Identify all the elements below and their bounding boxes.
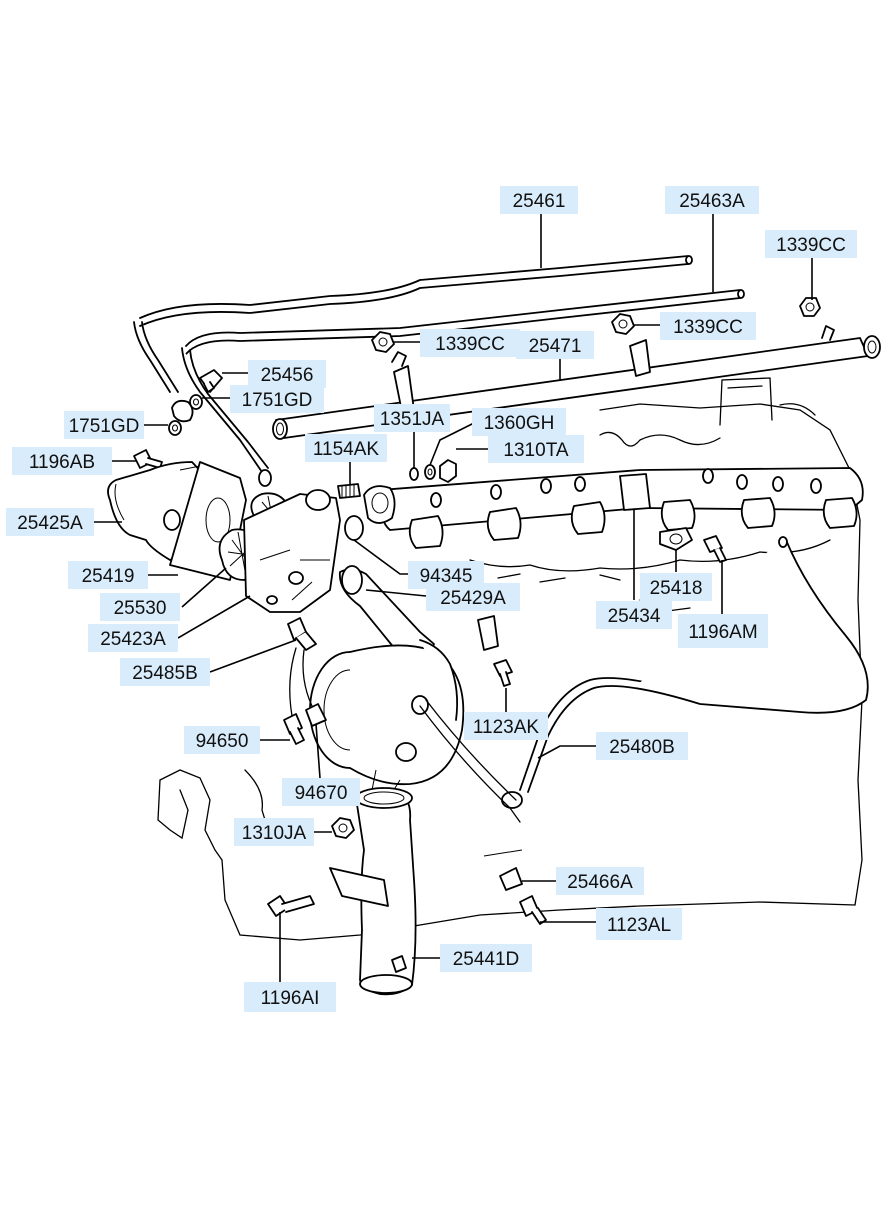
svg-text:25471: 25471 (529, 336, 582, 357)
sensor-wire (289, 647, 313, 717)
label-25530: 25530 (100, 593, 180, 621)
svg-text:25485B: 25485B (132, 663, 198, 684)
label-25485B: 25485B (120, 658, 210, 686)
nut-1339CC-left (371, 331, 395, 353)
svg-text:94670: 94670 (295, 783, 348, 804)
label-94670: 94670 (282, 778, 360, 806)
svg-text:25423A: 25423A (100, 629, 166, 650)
bolt-1196AI (267, 895, 315, 917)
label-25466A: 25466A (556, 867, 644, 895)
thermostat-housing-25423A (243, 489, 341, 613)
nut-1339CC-mid (611, 313, 635, 335)
label-25441D: 25441D (440, 944, 532, 972)
label-25418: 25418 (640, 573, 712, 601)
label-25419: 25419 (68, 561, 148, 589)
label-1351JA: 1351JA (374, 404, 450, 432)
label-1339CC-left: 1339CC (420, 329, 520, 357)
bolt-1123AK (493, 659, 513, 687)
svg-text:25434: 25434 (608, 606, 661, 627)
stud-1154AK (337, 483, 361, 499)
label-1339CC-top: 1339CC (765, 230, 857, 258)
nut-1310TA (439, 459, 457, 483)
label-25423A: 25423A (88, 624, 178, 652)
svg-text:25456: 25456 (261, 365, 314, 386)
nut-1339CC-right (799, 297, 821, 317)
label-1751GD-lower: 1751GD (64, 411, 144, 439)
label-25425A: 25425A (6, 508, 94, 536)
gasket-25418 (659, 527, 693, 551)
washer-1360GH (424, 464, 436, 480)
bolt-1196AM (703, 535, 727, 563)
svg-text:1196AM: 1196AM (688, 622, 757, 643)
label-1196AB: 1196AB (12, 447, 112, 475)
svg-text:25480B: 25480B (609, 737, 675, 758)
svg-text:1751GD: 1751GD (242, 390, 313, 411)
label-25434: 25434 (596, 601, 672, 629)
label-1196AI: 1196AI (244, 982, 336, 1012)
svg-text:1339CC: 1339CC (673, 317, 743, 338)
nut-1310JA (331, 817, 355, 839)
washer-1751GD-lower (168, 420, 182, 436)
svg-text:25530: 25530 (114, 598, 167, 619)
svg-text:94345: 94345 (420, 566, 473, 587)
svg-text:1196AB: 1196AB (29, 452, 95, 473)
pipe-25466A-link (419, 699, 521, 823)
svg-text:1123AL: 1123AL (607, 915, 671, 936)
svg-text:1751GD: 1751GD (69, 416, 140, 437)
label-25461: 25461 (500, 186, 578, 214)
label-25463A: 25463A (665, 186, 759, 214)
inlet-pipe-25441D (329, 787, 417, 996)
label-1310TA: 1310TA (488, 435, 584, 463)
label-25456: 25456 (248, 360, 326, 388)
bolt-1123AL (519, 895, 547, 925)
sensor-25485B (287, 617, 317, 651)
svg-text:1154AK: 1154AK (313, 439, 380, 460)
eye-fitting (171, 399, 194, 423)
gasket-94345 (344, 515, 364, 541)
label-25429A: 25429A (426, 583, 520, 611)
svg-text:25461: 25461 (513, 191, 566, 212)
label-1196AM: 1196AM (678, 614, 768, 648)
bracket-small (477, 615, 499, 651)
svg-text:1339CC: 1339CC (776, 235, 846, 256)
label-1339CC-mid: 1339CC (660, 312, 756, 340)
svg-text:94650: 94650 (196, 731, 249, 752)
label-1154AK: 1154AK (305, 434, 387, 462)
svg-text:25466A: 25466A (567, 872, 633, 893)
water-pump-body (309, 639, 465, 797)
water-manifold-25434 (363, 467, 864, 549)
svg-text:1123AK: 1123AK (473, 717, 540, 738)
svg-text:1310TA: 1310TA (503, 440, 568, 461)
leader-lines (94, 214, 813, 982)
washer-1751GD-upper (189, 394, 203, 410)
svg-text:25425A: 25425A (17, 513, 83, 534)
washer-1351JA (409, 467, 419, 481)
label-1360GH: 1360GH (472, 408, 566, 436)
svg-text:25463A: 25463A (679, 191, 745, 212)
svg-text:25429A: 25429A (440, 588, 506, 609)
svg-text:1196AI: 1196AI (261, 988, 320, 1009)
svg-text:1339CC: 1339CC (435, 334, 505, 355)
svg-text:1351JA: 1351JA (380, 409, 445, 430)
sensor-94670 (305, 703, 327, 727)
svg-text:25441D: 25441D (453, 949, 520, 970)
bolt-25456 (199, 369, 223, 393)
label-94650: 94650 (184, 726, 260, 754)
pipe-25461 (133, 255, 693, 393)
svg-text:1310JA: 1310JA (242, 823, 307, 844)
label-1123AL: 1123AL (596, 908, 682, 940)
svg-text:1360GH: 1360GH (484, 413, 555, 434)
bracket-25466A (483, 849, 523, 891)
svg-text:25419: 25419 (82, 566, 135, 587)
label-1123AK: 1123AK (464, 712, 548, 740)
label-25471: 25471 (516, 331, 594, 359)
pipe-25480B (501, 536, 869, 809)
bolt-1196AB (133, 449, 163, 469)
label-25480B: 25480B (596, 732, 688, 760)
label-1310JA: 1310JA (234, 818, 314, 846)
label-1751GD-upper: 1751GD (230, 385, 324, 413)
svg-text:25418: 25418 (650, 578, 703, 599)
